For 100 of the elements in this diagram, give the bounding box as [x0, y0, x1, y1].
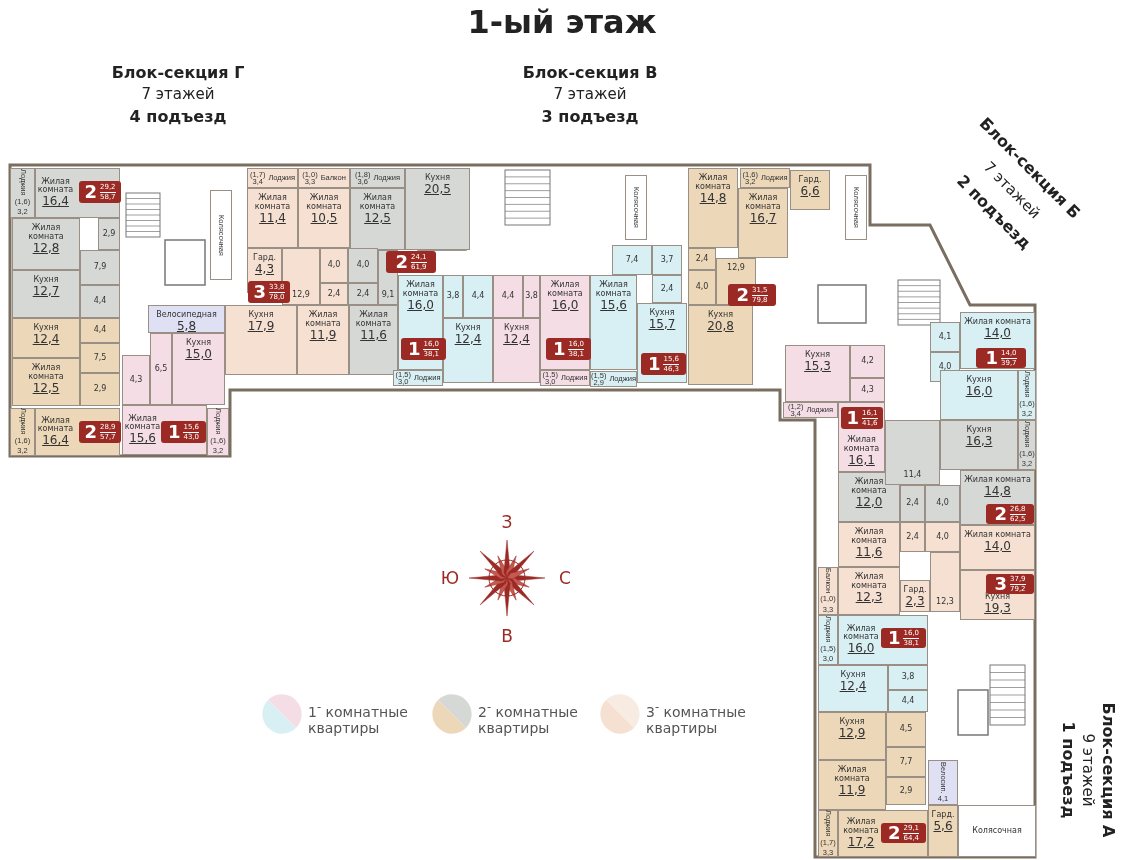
room	[900, 580, 930, 612]
area-value: 12,5	[32, 381, 60, 395]
room-name: Жилая комната	[850, 528, 888, 546]
area-value: 4,1	[938, 332, 952, 342]
legend-text: 1$^{-}$ комнатные квартиры	[308, 700, 409, 736]
loggia	[818, 567, 838, 615]
room-count: 1	[985, 349, 998, 367]
area-value: 16,3	[965, 434, 993, 448]
room-name: Велосипедная	[156, 311, 217, 320]
room	[443, 318, 493, 383]
room	[523, 275, 540, 318]
room	[282, 248, 320, 305]
area-value: 3,7	[660, 255, 674, 265]
area-value: 3,8	[446, 292, 460, 301]
loggia	[928, 760, 958, 805]
room-name: Кухня	[503, 324, 530, 333]
room-name: Жилая комната	[964, 531, 1031, 540]
area-value: 4,4	[901, 696, 915, 706]
area-value: 17,9	[247, 319, 275, 333]
room	[850, 345, 885, 378]
room	[960, 312, 1035, 369]
room	[838, 522, 900, 567]
section-label: 1 подъезд	[1058, 721, 1078, 819]
section-label: Блок-секция А	[1098, 702, 1118, 838]
area-value: 2,9	[899, 786, 913, 796]
compass-letter: В	[501, 626, 513, 646]
room-name: Жилая комната	[36, 416, 75, 435]
room-name: Жилая комната	[36, 177, 75, 196]
room-count: 2	[395, 253, 408, 271]
storage-room	[845, 175, 867, 240]
area-value: 7,9	[93, 263, 107, 272]
room-name: Кухня	[424, 174, 451, 183]
loggia	[10, 408, 35, 456]
room-count: 2	[994, 505, 1007, 523]
area-value: 11,4	[259, 211, 286, 225]
loggia	[818, 810, 838, 857]
section-label: Блок-секция Г	[111, 62, 245, 82]
compass-letter: З	[501, 512, 513, 532]
room	[688, 270, 716, 305]
loggia	[590, 371, 637, 387]
area-value: 4,4	[501, 292, 515, 301]
area-value: 2,4	[356, 289, 370, 299]
area-value: 15,6	[600, 298, 627, 312]
room	[838, 615, 928, 665]
room-name: Жилая комната	[304, 311, 342, 329]
legend-text: 3$^{-}$ комнатные квартиры	[646, 700, 747, 736]
area-value: 6,6	[800, 184, 820, 198]
loggia	[247, 168, 298, 188]
room	[925, 485, 960, 522]
room-name: Кухня	[185, 339, 212, 348]
page-title: 1-ый этаж	[467, 3, 657, 41]
room-count: 1	[407, 340, 421, 358]
loggia	[10, 168, 35, 218]
room-name: Жилая комната	[358, 194, 397, 212]
area-value: 2,9	[102, 229, 116, 239]
room-count: 1	[167, 423, 181, 441]
area-value: 2,4	[660, 284, 674, 294]
section-label: 4 подъезд	[129, 106, 227, 126]
room	[12, 270, 80, 318]
area-value: 16,1	[848, 453, 875, 467]
area-value: 12,9	[727, 264, 745, 273]
room	[958, 805, 1036, 857]
room	[590, 275, 637, 370]
area-value: 14,0	[984, 326, 1011, 340]
area-value: 16,0	[965, 384, 993, 398]
apartment-badge	[546, 338, 591, 360]
room-count: 3	[253, 283, 266, 301]
compass-letter: Ю	[440, 568, 460, 588]
room	[838, 402, 885, 472]
room-name: Кухня	[33, 324, 59, 333]
room-name: Жилая комната	[964, 476, 1031, 485]
room	[900, 485, 925, 522]
area-value: 3,8	[901, 673, 915, 682]
room	[637, 303, 687, 383]
area-value: 2,3	[905, 594, 925, 608]
area-value: 2,4	[695, 254, 709, 264]
apartment-badge	[986, 574, 1034, 594]
room	[838, 567, 900, 615]
area-value: 9,1	[381, 291, 395, 300]
room	[790, 170, 830, 210]
area-value: 4,4	[93, 297, 107, 306]
room	[443, 275, 463, 318]
room	[298, 188, 350, 248]
apartment-badge	[161, 421, 206, 443]
room	[925, 522, 960, 552]
room	[738, 188, 788, 258]
area-value: 4,3	[861, 385, 874, 395]
room	[80, 318, 120, 343]
room	[349, 305, 398, 375]
room	[850, 378, 885, 402]
room	[928, 805, 958, 857]
room-name: Жилая комната	[850, 573, 888, 591]
room	[405, 168, 470, 250]
room-name: Жилая комната	[964, 318, 1031, 327]
room-name: Жилая комната	[842, 436, 881, 454]
room	[35, 408, 120, 456]
apartment-badge	[79, 421, 121, 443]
room	[818, 760, 886, 810]
room	[930, 322, 960, 352]
area-value: 7,4	[625, 255, 639, 265]
